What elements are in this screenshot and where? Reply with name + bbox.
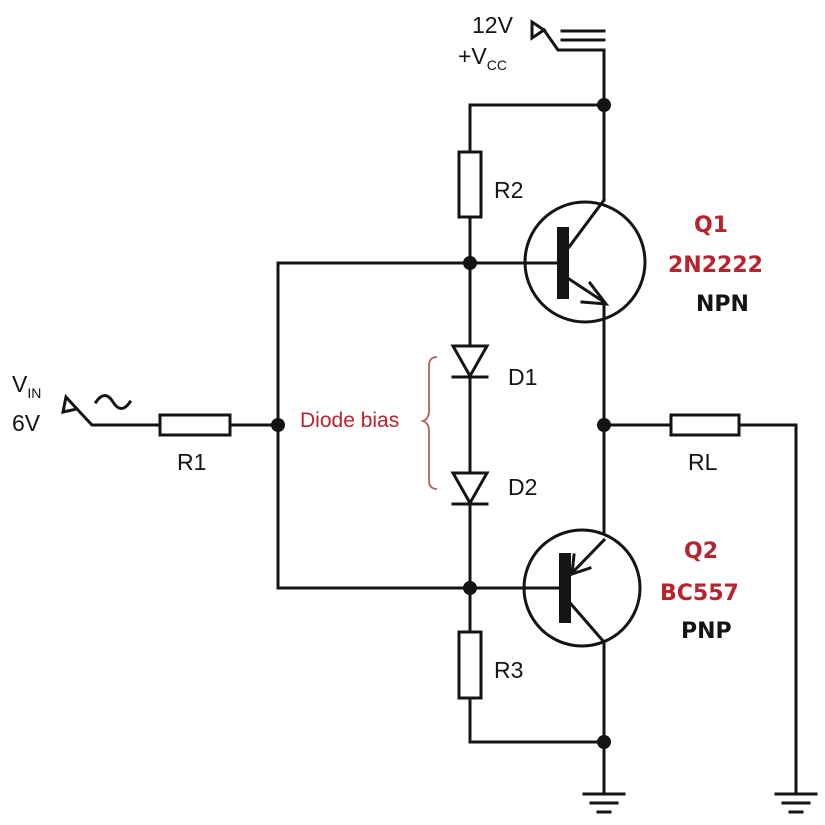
q2-base-bar bbox=[559, 553, 571, 623]
q1-ref-label: Q1 bbox=[694, 213, 728, 238]
q2-ref-label: Q2 bbox=[684, 539, 718, 564]
ground-icon bbox=[582, 792, 626, 814]
input-terminal-arrow bbox=[61, 393, 80, 414]
load-ground-icon bbox=[774, 792, 818, 814]
q1-part-label: 2N2222 bbox=[668, 253, 763, 278]
q2-emitter bbox=[568, 537, 607, 577]
q2-pnp-transistor bbox=[468, 528, 642, 648]
d1-label: D1 bbox=[508, 364, 537, 390]
r2-resistor bbox=[457, 150, 483, 219]
diode-bias-note: Diode bias bbox=[300, 409, 399, 432]
vcc-terminal-arrow bbox=[530, 19, 547, 41]
rl-to-ground-wire bbox=[737, 423, 798, 794]
r1-resistor bbox=[158, 413, 232, 437]
r3-resistor bbox=[457, 630, 483, 700]
q2-part-label: BC557 bbox=[660, 581, 739, 606]
q1-npn-transistor bbox=[468, 103, 647, 324]
q1-base-bar bbox=[557, 227, 569, 299]
q2-type-label: PNP bbox=[681, 619, 732, 644]
r3-label: R3 bbox=[494, 657, 523, 683]
r2-label: R2 bbox=[494, 177, 523, 203]
r1-label: R1 bbox=[177, 449, 206, 475]
r3-bottom-wire bbox=[468, 696, 606, 744]
vin-name-label: VIN bbox=[12, 371, 41, 401]
junction-bottom-right bbox=[597, 735, 611, 749]
vcc-wire bbox=[541, 27, 606, 107]
input-wire bbox=[74, 406, 162, 427]
rl-resistor bbox=[669, 413, 741, 437]
q2-collector bbox=[568, 601, 607, 645]
q1-emitter bbox=[566, 276, 607, 305]
q1-emitter-arrow-icon bbox=[580, 280, 610, 306]
d1-diode bbox=[450, 344, 490, 380]
d2-triangle bbox=[450, 471, 490, 507]
vcc-voltage-label: 12V bbox=[472, 12, 514, 38]
q1-collector bbox=[566, 197, 607, 250]
rl-label: RL bbox=[688, 449, 718, 475]
vin-voltage-label: 6V bbox=[12, 410, 41, 436]
vcc-supply: 12V +VCC bbox=[458, 12, 606, 107]
q2-emitter-arrow-icon bbox=[570, 553, 592, 577]
input-source: VIN 6V bbox=[12, 371, 162, 436]
ac-sine-icon bbox=[93, 394, 133, 410]
d2-label: D2 bbox=[508, 474, 537, 500]
diode-bias-bracket bbox=[420, 356, 438, 490]
d2-diode bbox=[450, 471, 490, 507]
q1-type-label: NPN bbox=[696, 292, 749, 317]
vcc-name-label: +VCC bbox=[458, 43, 507, 73]
d1-triangle bbox=[450, 344, 490, 380]
